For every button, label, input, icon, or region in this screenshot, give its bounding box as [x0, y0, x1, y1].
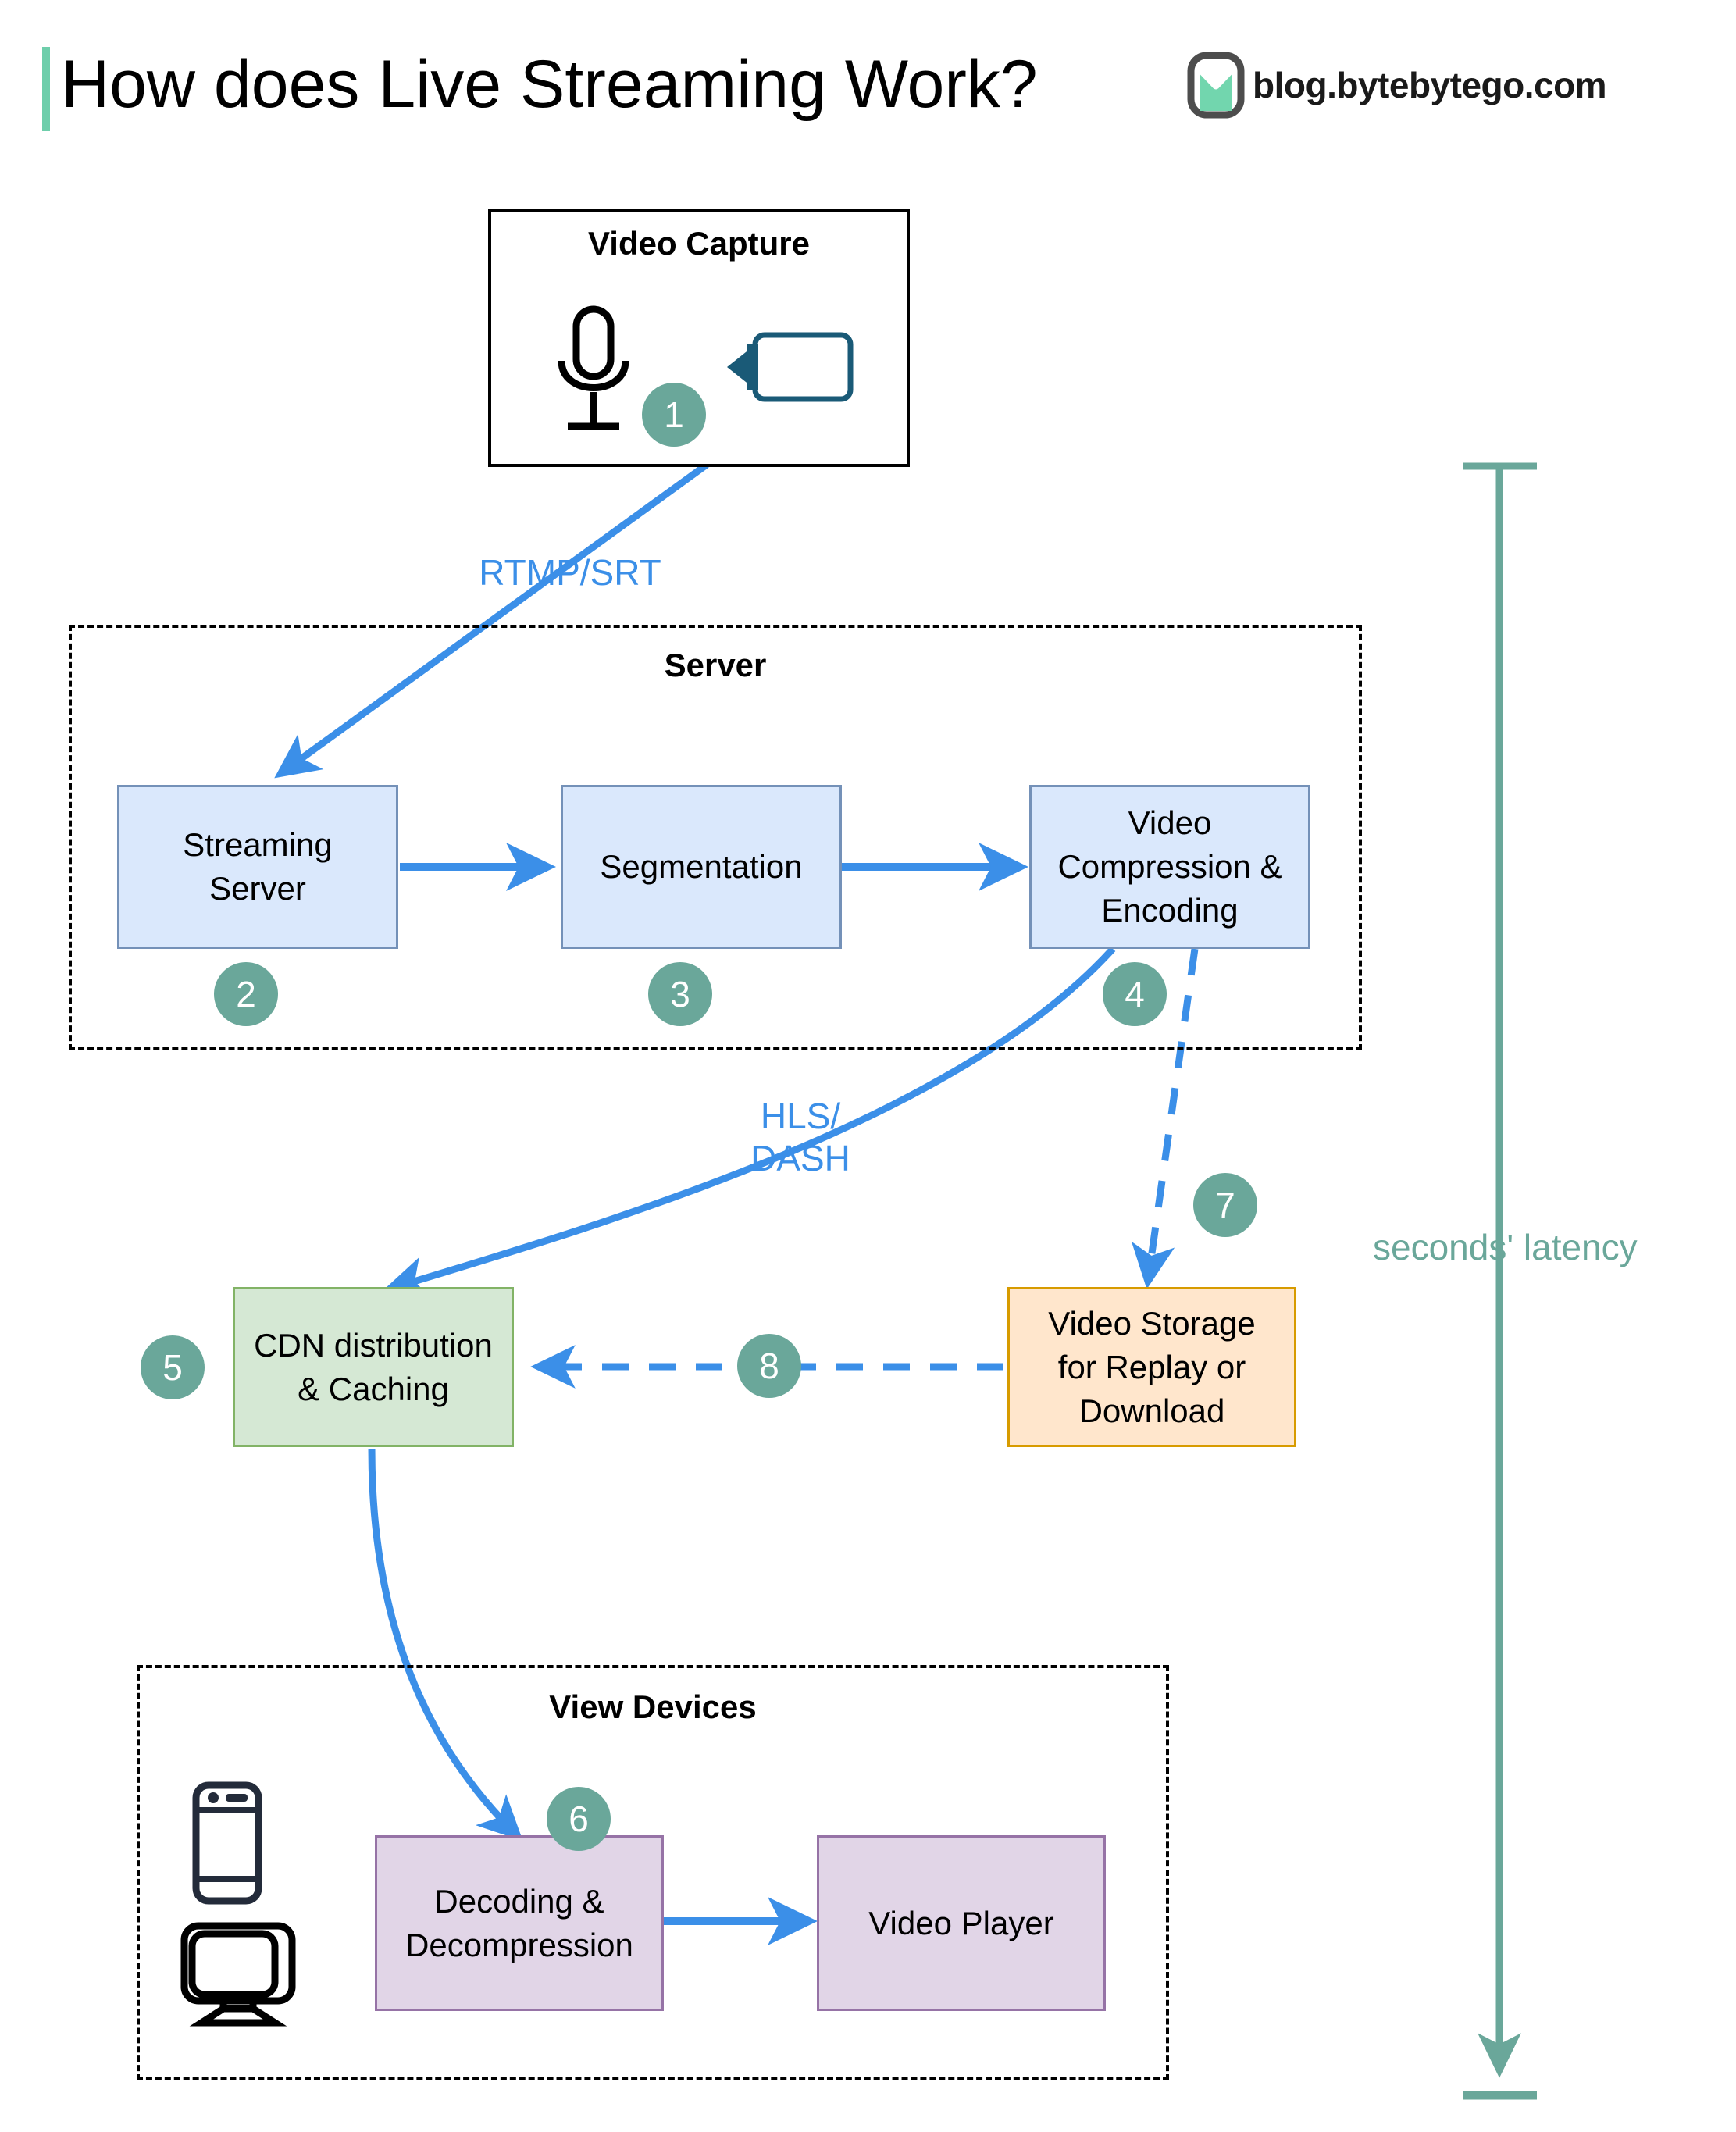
- badge-step-7: 7: [1193, 1173, 1257, 1237]
- badge-step-8: 8: [737, 1334, 801, 1398]
- microphone-icon: [551, 305, 636, 437]
- latency-label: seconds' latency: [1373, 1227, 1638, 1267]
- mobile-phone-icon: [190, 1781, 265, 1906]
- page-title: How does Live Streaming Work?: [61, 47, 1038, 122]
- server-group-title: Server: [664, 647, 767, 683]
- view-devices-group-title: View Devices: [549, 1688, 757, 1725]
- badge-step-6: 6: [547, 1787, 611, 1851]
- node-video-player: Video Player: [817, 1835, 1106, 2011]
- desktop-monitor-icon: [180, 1921, 297, 2027]
- video-capture-title: Video Capture: [588, 225, 810, 262]
- view-devices-group-container: [137, 1665, 1169, 2080]
- title-accent-bar: [42, 47, 50, 131]
- badge-step-2: 2: [214, 962, 278, 1026]
- badge-step-4: 4: [1103, 962, 1167, 1026]
- edge-label-hls-dash: HLS/DASH: [750, 1096, 850, 1178]
- brand-label: blog.bytebytego.com: [1253, 65, 1607, 105]
- badge-step-1: 1: [642, 383, 706, 447]
- node-decoding-decompression: Decoding &Decompression: [375, 1835, 664, 2011]
- node-cdn-distribution-caching: CDN distribution& Caching: [233, 1287, 514, 1447]
- bytebytego-logo-icon: [1187, 52, 1245, 119]
- badge-step-5: 5: [141, 1335, 205, 1399]
- edge-label-rtmp-srt: RTMP/SRT: [479, 552, 661, 593]
- node-segmentation: Segmentation: [561, 785, 842, 949]
- badge-step-3: 3: [648, 962, 712, 1026]
- video-camera-icon: [722, 324, 855, 410]
- server-group-container: [69, 625, 1362, 1050]
- brand-watermark: blog.bytebytego.com: [1187, 52, 1607, 119]
